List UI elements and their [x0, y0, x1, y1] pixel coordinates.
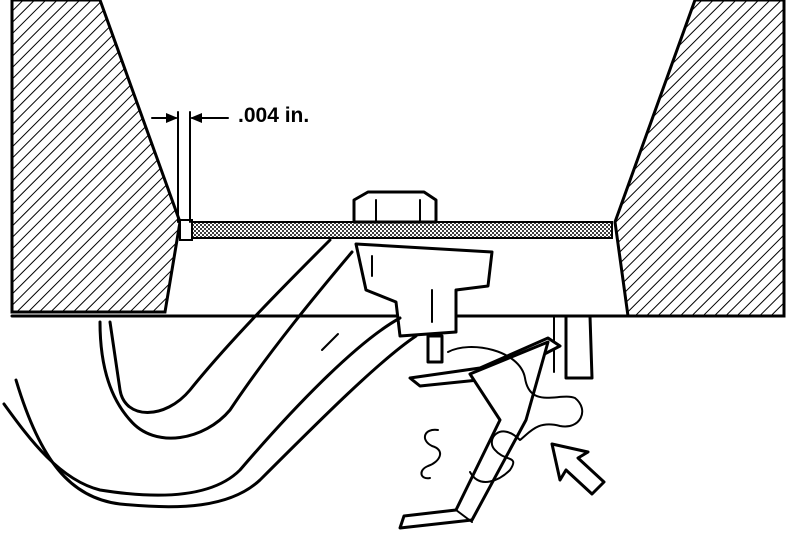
right-stop-block [553, 314, 594, 380]
curved-arm [2, 238, 418, 509]
spring-lever [398, 336, 562, 530]
dimension-label: .004 in. [238, 104, 310, 127]
mount-bracket [354, 242, 494, 364]
shim-strip [181, 221, 613, 239]
hex-bolt [352, 190, 438, 224]
left-hatched-housing [10, 0, 182, 314]
callout-arrow [550, 442, 606, 496]
return-spring [420, 346, 584, 483]
dimension-marker [151, 111, 229, 223]
right-hatched-housing [613, 0, 786, 318]
shim-end-block [179, 219, 193, 241]
